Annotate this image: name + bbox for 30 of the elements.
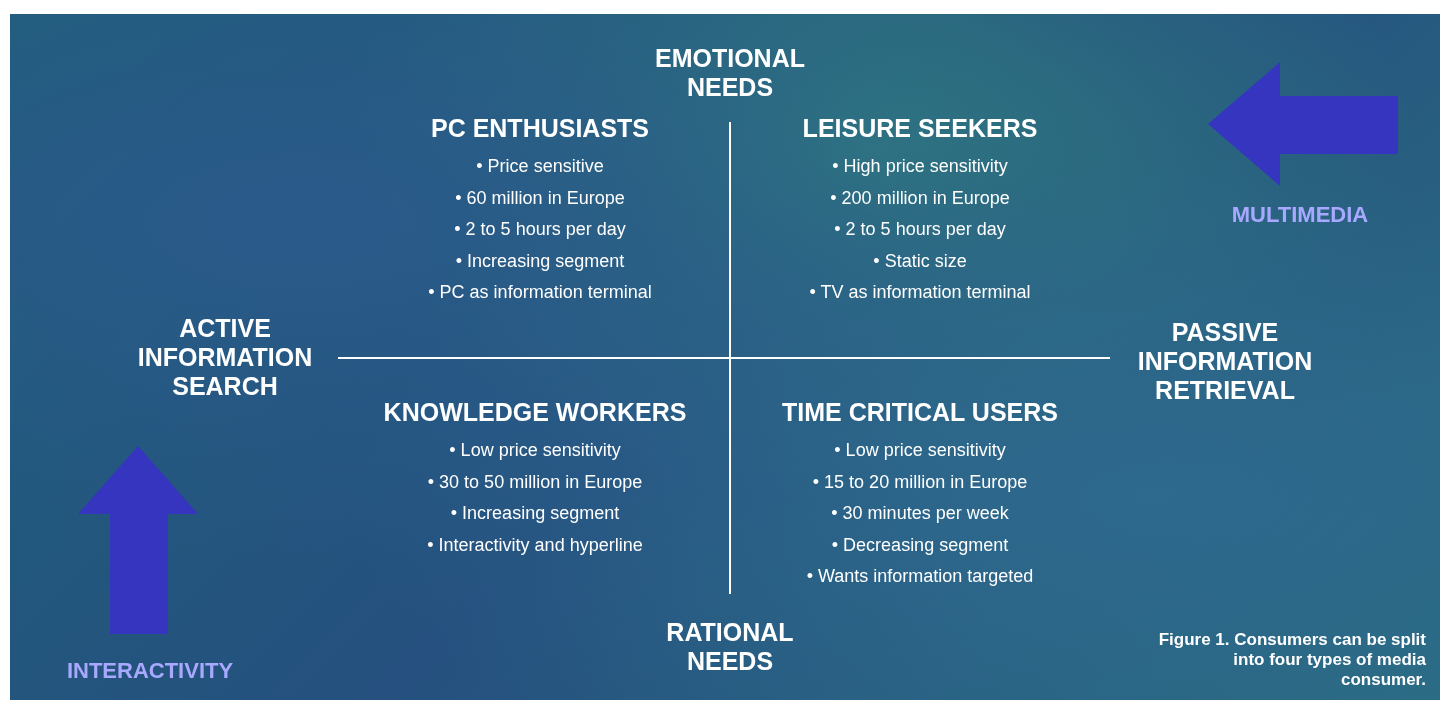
bullet-item: • 2 to 5 hours per day: [453, 218, 627, 241]
bullet-item: • Static size: [872, 249, 968, 273]
bullet-item: • Decreasing segment: [830, 533, 1010, 557]
axis-label: RATIONAL NEEDS: [665, 618, 795, 676]
bullet-item: • 15 to 20 million in Europe: [811, 470, 1029, 494]
axis-label: EMOTIONAL NEEDS: [654, 44, 806, 102]
arrow-label: INTERACTIVITY: [65, 657, 235, 685]
bullet-item: • 2 to 5 hours per day: [833, 218, 1007, 241]
bullet-item: • Increasing segment: [449, 502, 621, 525]
bullet-item: • 200 million in Europe: [829, 186, 1011, 210]
bullet-item: • Price sensitive: [475, 155, 605, 178]
bullet-item: • Low price sensitivity: [833, 439, 1007, 462]
quadrant-heading: TIME CRITICAL USERS: [781, 398, 1059, 427]
bullet-item: • Interactivity and hyperline: [426, 533, 644, 557]
arrow-label: MULTIMEDIA: [1230, 201, 1370, 229]
bullet-item: • PC as information terminal: [427, 281, 653, 304]
axis-label: PASSIVE INFORMATION RETRIEVAL: [1136, 318, 1314, 405]
bullet-item: • TV as information terminal: [808, 281, 1032, 304]
figure-caption: Figure 1. Consumers can be split into four types of media consumer.: [1157, 630, 1426, 690]
bullet-item: • High price sensitivity: [831, 155, 1009, 178]
quadrant-heading: KNOWLEDGE WORKERS: [382, 398, 688, 427]
bullet-item: • 30 minutes per week: [830, 502, 1010, 525]
bullet-item: • 30 to 50 million in Europe: [426, 470, 644, 494]
axis-label: ACTIVE INFORMATION SEARCH: [136, 314, 314, 401]
bullet-item: • Increasing segment: [454, 249, 626, 273]
bullet-item: • Low price sensitivity: [448, 439, 622, 462]
quadrant-heading: PC ENTHUSIASTS: [429, 114, 651, 143]
quadrant-heading: LEISURE SEEKERS: [801, 114, 1039, 143]
bullet-item: • Wants information targeted: [805, 565, 1035, 588]
bullet-item: • 60 million in Europe: [454, 186, 626, 210]
